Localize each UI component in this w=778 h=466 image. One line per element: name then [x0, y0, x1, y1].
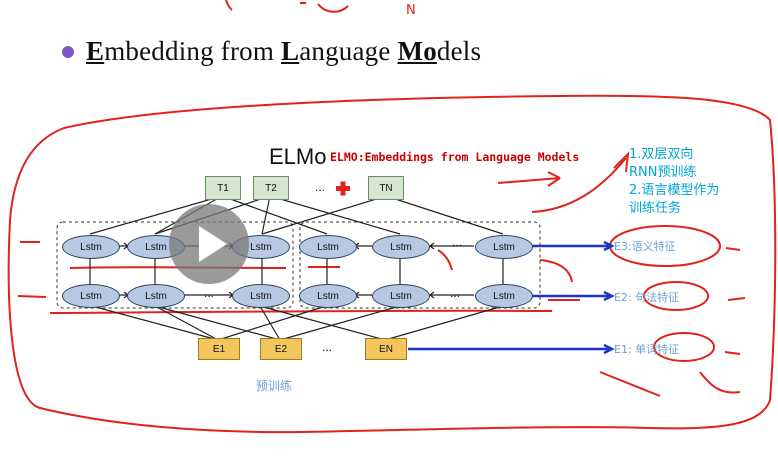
diagram-title: ELMo [269, 144, 327, 169]
title-word-3: dels [436, 36, 482, 66]
lstm-node: Lstm [299, 284, 357, 308]
e-box: EN [365, 338, 407, 360]
t-box: T1 [205, 176, 241, 200]
lstm-node: Lstm [372, 284, 430, 308]
svg-text:N: N [406, 3, 416, 18]
note-line-2: RNN预训练 [629, 165, 697, 180]
ellipsis: ... [450, 286, 461, 300]
title-word-2: anguage [299, 36, 398, 66]
title-letter-l: L [281, 36, 300, 66]
ellipsis: ... [322, 340, 333, 354]
t-box: T2 [253, 176, 289, 200]
note-line-3: 2.语言模型作为 [629, 183, 720, 198]
e-box: E2 [260, 338, 302, 360]
title-letter-e: E [86, 36, 105, 66]
play-icon [199, 226, 227, 262]
slide-title: Embedding from Language Models [86, 36, 481, 67]
t-box: TN [368, 176, 404, 200]
pretrain-label: 预训练 [256, 379, 293, 393]
lstm-node: Lstm [127, 284, 185, 308]
layer-label-e1: E1: 单词特征 [614, 343, 680, 356]
ellipsis: ... [204, 286, 215, 300]
lstm-node: Lstm [299, 235, 357, 259]
note-line-4: 训练任务 [629, 201, 682, 216]
note-line-1: 1.双层双向 [629, 147, 694, 162]
layer-label-e2: E2: 句法特征 [614, 291, 680, 304]
lstm-node: Lstm [232, 284, 290, 308]
bullet-row: Embedding from Language Models [62, 36, 481, 67]
ellipsis: ... [452, 235, 463, 249]
lstm-node: Lstm [62, 235, 120, 259]
red-plus-icon [336, 181, 350, 196]
ellipsis: ... [315, 180, 326, 194]
title-word-1: mbedding from [104, 36, 281, 66]
e-box: E1 [198, 338, 240, 360]
title-letter-mo: Mo [397, 36, 437, 66]
layer-label-e3: E3:语义特征 [614, 240, 676, 253]
lstm-node: Lstm [372, 235, 430, 259]
play-button[interactable] [169, 204, 249, 284]
lstm-node: Lstm [475, 284, 533, 308]
notes-block: 1.双层双向 RNN预训练 2.语言模型作为 训练任务 [629, 146, 719, 218]
bullet-dot-icon [62, 45, 74, 58]
lstm-node: Lstm [475, 235, 533, 259]
lstm-node: Lstm [62, 284, 120, 308]
diagram-subtitle: ELMO:Embeddings from Language Models [330, 150, 580, 164]
